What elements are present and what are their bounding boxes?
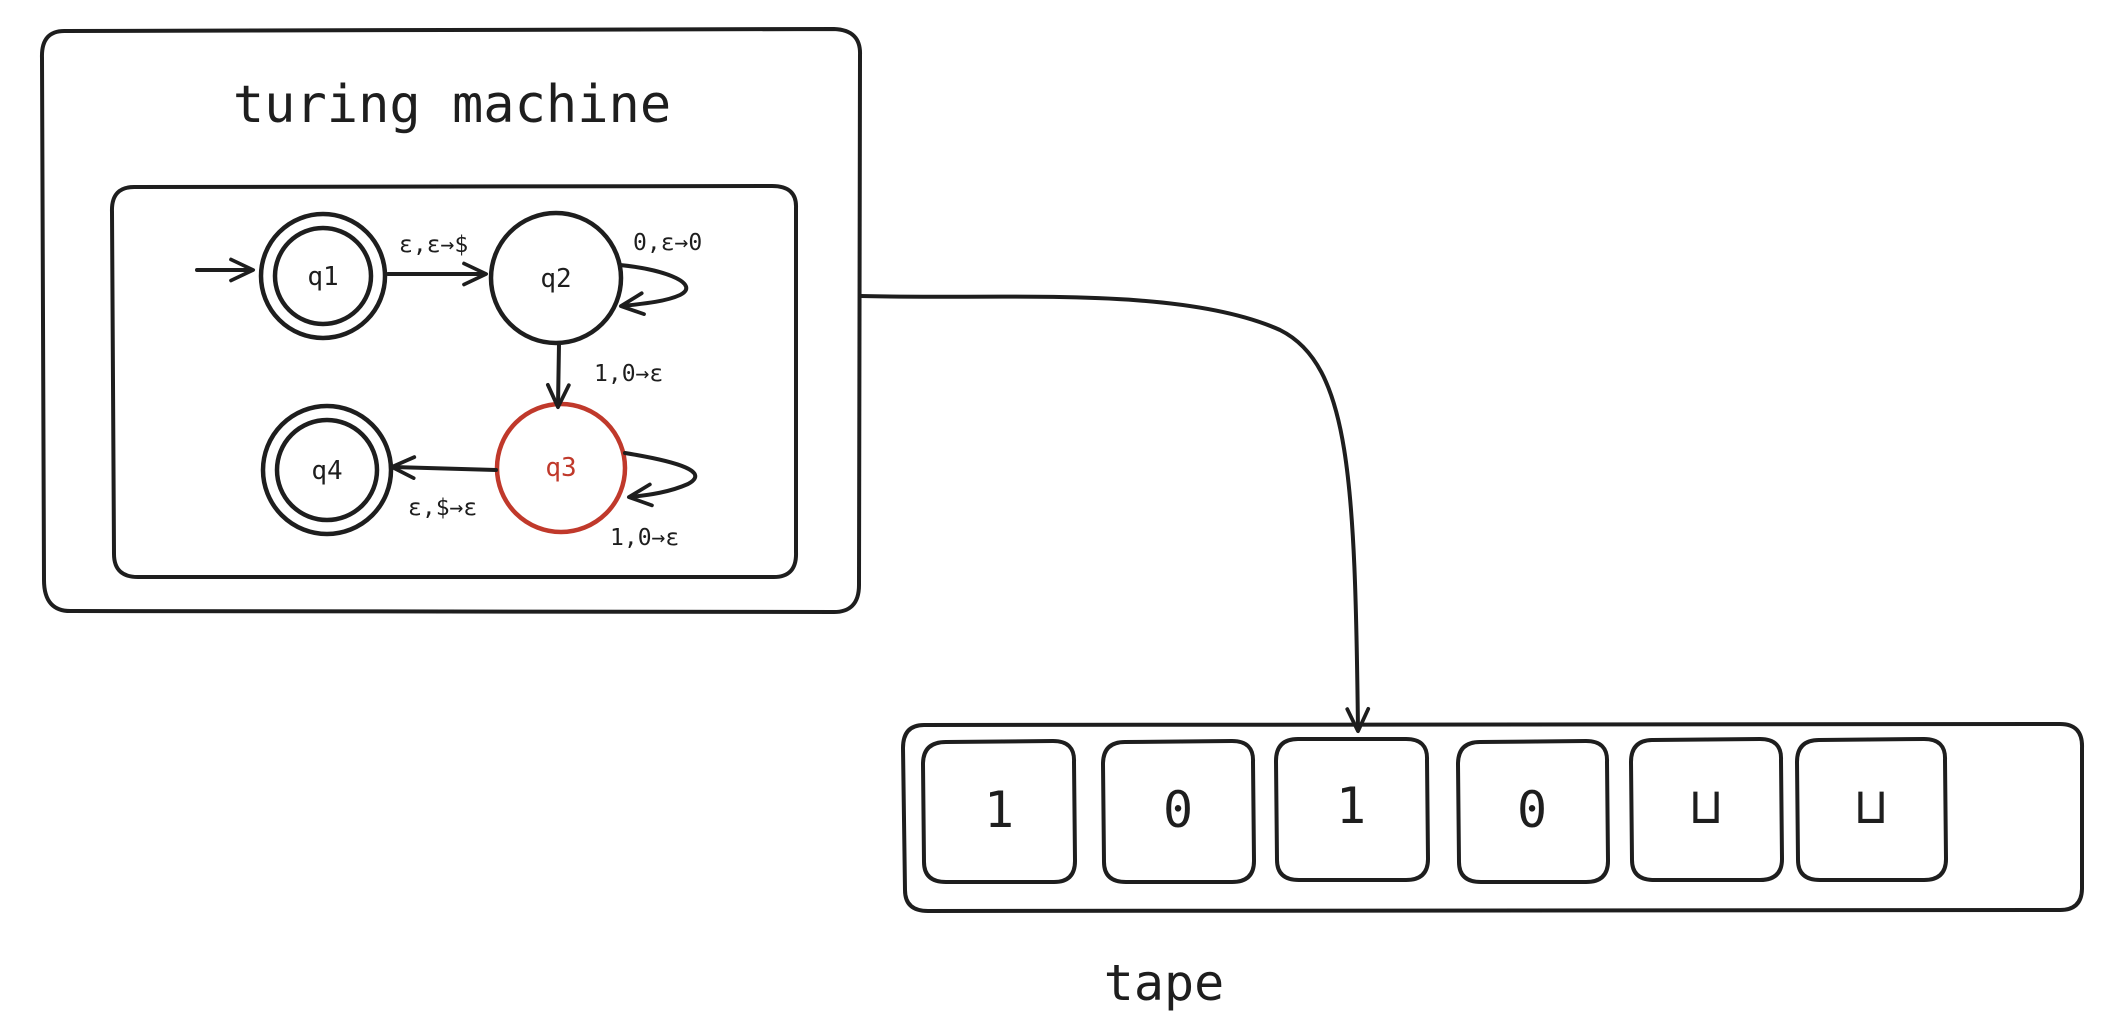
transition-q2-self-label: 0,ε→0 [633,230,702,256]
state-q2[interactable]: q2 [488,210,624,346]
tape-label: tape [1104,954,1224,1012]
tape-cell-value: 0 [1517,781,1547,839]
tape-cell-value: ⊔ [1856,777,1886,835]
transition-q3-q4 [389,455,498,480]
state-q4[interactable]: q4 [260,403,394,537]
tape-cell[interactable]: ⊔ [1629,737,1784,882]
transition-q1-q2-label: ε,ε→$ [399,232,468,258]
state-diagram-box [109,184,799,580]
tape-head-connector [859,294,1371,734]
transition-q3-self-label: 1,0→ε [610,525,679,551]
state-q3[interactable]: q3 [494,401,628,535]
tape-cell[interactable]: 0 [1456,739,1610,884]
tape-cell-value: ⊔ [1691,777,1721,835]
tape-cells: 1 0 1 0 ⊔ ⊔ [921,737,1948,884]
state-q3-label: q3 [545,453,576,483]
tape-cell-value: 1 [984,781,1014,839]
state-q2-label: q2 [540,264,571,294]
machine-title: turing machine [233,75,671,135]
machine-box [39,27,863,615]
transition-q3-self [623,451,698,508]
state-q1[interactable]: q1 [258,211,388,341]
transition-q2-self [618,263,689,316]
tape-cell[interactable]: 1 [921,739,1077,884]
tape-cell-value: 1 [1336,777,1366,835]
tape-box [901,722,2085,913]
tape-cell[interactable]: ⊔ [1795,737,1948,882]
transition-q3-q4-label: ε,$→ε [408,495,477,521]
state-q1-label: q1 [307,262,338,292]
state-q4-label: q4 [311,456,342,486]
transition-q2-q3-label: 1,0→ε [594,361,663,387]
tape-cell[interactable]: 0 [1101,739,1256,884]
transition-q2-q3 [545,342,571,410]
tape-cell-head[interactable]: 1 [1274,737,1430,882]
tape-cell-value: 0 [1163,781,1193,839]
